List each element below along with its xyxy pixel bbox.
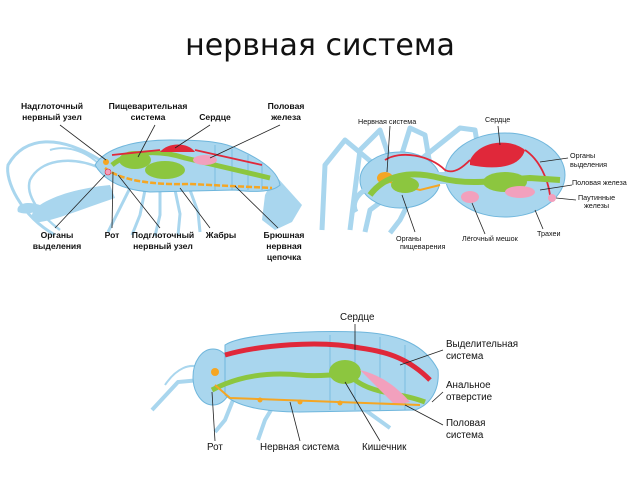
crayfish-excretory-organ [104, 168, 112, 176]
label-spider-nervous-system: Нервная система [358, 117, 416, 126]
crayfish-stomach [119, 151, 151, 169]
spider-gonad [505, 186, 535, 198]
label-mouth: Рот [105, 230, 120, 240]
crayfish-nerve-cord [104, 167, 273, 190]
crayfish-claw [17, 202, 40, 214]
crayfish-supra-ganglion [103, 159, 109, 165]
label-sub-ganglion: нервный узел [133, 241, 193, 251]
label-spider-tracheae: Трахеи [537, 229, 561, 238]
label-digestive: Пищеварительная [109, 101, 188, 111]
spider-silk-gland [548, 194, 556, 202]
crayfish-diagram: Надглоточный нервный узел Пищеварительна… [6, 101, 305, 262]
label-supra-ganglion: Надглоточный [21, 101, 83, 111]
label-insect-heart: Сердце [340, 312, 375, 323]
label-insect-excretory: система [446, 351, 484, 362]
label-insect-gonad: Половая [446, 418, 485, 429]
label-insect-mouth: Рот [207, 442, 223, 453]
insect-nerve-cord [214, 384, 421, 406]
crayfish-vessel [111, 149, 263, 166]
label-excretory: выделения [33, 241, 81, 251]
label-ventral-cord: нервная [266, 241, 302, 251]
label-gonad: Половая [268, 101, 305, 111]
label-spider-gonad: Половая железа [572, 178, 627, 187]
crayfish-legs [106, 187, 202, 237]
label-heart: Сердце [199, 112, 231, 122]
label-insect-gonad: система [446, 430, 484, 441]
label-spider-lung: Лёгочный мешок [462, 234, 519, 243]
crayfish-antennule [49, 147, 101, 166]
crayfish-antenna [6, 140, 101, 237]
label-digestive: система [131, 112, 166, 122]
label-gonad: железа [270, 112, 301, 122]
label-spider-silk-glands: Паутинные [578, 193, 615, 202]
spider-lung [461, 191, 479, 203]
label-spider-excretory: выделения [570, 160, 607, 169]
label-spider-digestive: пищеварения [400, 242, 445, 251]
label-sub-ganglion: Подглоточный [132, 230, 194, 240]
label-insect-anal: Анальное [446, 380, 491, 391]
insect-brain [211, 368, 219, 376]
label-spider-excretory: Органы [570, 151, 595, 160]
label-gills: Жабры [205, 230, 237, 240]
spider-vessel [384, 149, 551, 196]
crayfish-claw [31, 185, 115, 222]
slide-title: нервная система [185, 28, 455, 63]
label-spider-digestive: Органы [396, 234, 421, 243]
label-spider-heart: Сердце [485, 115, 510, 124]
label-insect-anal: отверстие [446, 392, 493, 403]
insect-diagram: Сердце Выделительная система Анальное от… [150, 312, 518, 453]
label-insect-intestine: Кишечник [362, 442, 407, 453]
label-insect-nervous: Нервная система [260, 442, 340, 453]
crayfish-liver [145, 161, 185, 179]
label-ventral-cord: Брюшная [264, 230, 305, 240]
label-excretory: Органы [41, 230, 74, 240]
label-ventral-cord: цепочка [267, 252, 302, 262]
spider-diagram: Нервная система Сердце Органы выделения … [319, 115, 627, 251]
crayfish-heart [160, 144, 195, 152]
insect-gonad [360, 370, 410, 405]
label-spider-silk-glands: железы [584, 201, 609, 210]
crayfish-digestive [110, 150, 271, 181]
spider-heart [470, 142, 525, 168]
label-supra-ganglion: нервный узел [22, 112, 82, 122]
label-insect-excretory: Выделительная [446, 339, 518, 350]
